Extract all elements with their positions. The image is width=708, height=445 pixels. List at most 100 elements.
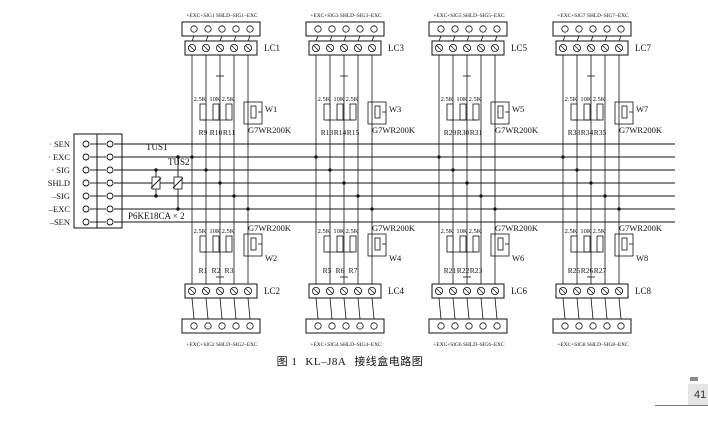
lc-terminal-slot	[341, 288, 347, 294]
signal-label-1: · EXC	[48, 152, 70, 162]
strip-terminal	[451, 25, 459, 33]
strip-lead	[494, 297, 498, 320]
pot-label: W3	[389, 104, 401, 114]
resistor-value: 2.5K	[222, 96, 235, 103]
strip-lead	[205, 35, 209, 42]
lc-terminal-slot	[574, 288, 580, 294]
terminal-screw	[82, 153, 90, 161]
lc-label-lc2: LC2	[264, 286, 280, 296]
resistor-name: R14	[334, 128, 347, 137]
tus1-label: TUS1	[146, 142, 168, 152]
resistor-name: R10	[210, 128, 223, 137]
pot-model: G7WR200K	[372, 125, 416, 135]
strip-terminal	[246, 322, 254, 330]
resistor-value: 2.5K	[565, 96, 578, 103]
resistor-name: R26	[581, 266, 594, 275]
header-lc5: +EXC+SIG5 SHLD–SIG5–EXC	[433, 13, 505, 19]
strip-terminal	[356, 322, 364, 330]
signal-label-5: –EXC	[48, 204, 71, 214]
resistor-value: 2.5K	[441, 228, 454, 235]
junction-dot	[589, 181, 593, 185]
strip-lead	[466, 35, 470, 42]
strip-terminal	[561, 25, 569, 33]
resistor-name: R2	[212, 266, 221, 275]
resistor-value: 10K	[456, 228, 468, 235]
resistor-name: R29	[444, 128, 457, 137]
lc-terminal-slot	[313, 45, 319, 51]
resistor-name: R9	[199, 128, 208, 137]
pot-label: W8	[636, 253, 648, 263]
resistor-body	[446, 235, 454, 253]
terminal-screw	[106, 205, 114, 213]
strip-lead	[562, 297, 566, 320]
header-lc2: +EXC+SIG2 SHLD–SIG2–EXC	[186, 342, 258, 348]
suppressor-label: P6KE18CA × 2	[128, 211, 185, 221]
strip-lead	[480, 35, 484, 42]
strip-terminal	[342, 25, 350, 33]
lc-connector	[555, 40, 629, 56]
pot-resistor	[621, 237, 628, 251]
pot-box	[367, 233, 387, 257]
resistor-name: R11	[223, 128, 235, 137]
strip-lead	[438, 35, 442, 42]
lc-terminal-slot	[616, 45, 622, 51]
resistor-body	[570, 235, 578, 253]
load-cell-group-lc5: +EXC+SIG5 SHLD–SIG5–EXCLC52.5KR2910KR302…	[428, 13, 539, 211]
resistor-value: 2.5K	[222, 228, 235, 235]
strip-lead	[618, 297, 622, 320]
strip-terminal	[190, 25, 198, 33]
lc-terminal-slot	[560, 45, 566, 51]
strip-terminal	[479, 322, 487, 330]
strip-terminal	[493, 322, 501, 330]
strip-lead	[315, 35, 319, 42]
figure-model: KL–J8A	[305, 356, 347, 368]
pot-resistor	[374, 237, 381, 251]
strip-terminal	[342, 322, 350, 330]
strip-lead	[452, 297, 456, 320]
strip-terminal	[561, 322, 569, 330]
resistor-name: R27	[594, 266, 607, 275]
pot-model: G7WR200K	[248, 125, 292, 135]
strip-terminal	[190, 322, 198, 330]
pot-label: W6	[512, 253, 524, 263]
resistor-value: 10K	[456, 96, 468, 103]
terminal-screw	[82, 218, 90, 226]
junction-dot	[218, 181, 222, 185]
lc-terminal-slot	[245, 288, 251, 294]
strip-terminal	[589, 322, 597, 330]
resistor-body	[459, 235, 467, 253]
lc-terminal-slot	[313, 288, 319, 294]
resistor-name: R34	[581, 128, 594, 137]
lc-label-lc7: LC7	[635, 43, 652, 53]
header-lc3: +EXC+SIG3 SHLD–SIG3–EXC	[310, 13, 382, 19]
terminal-screw	[82, 166, 90, 174]
resistor-body	[472, 103, 480, 121]
lc-label-lc6: LC6	[511, 286, 528, 296]
terminal-screw	[82, 205, 90, 213]
strip-terminal	[603, 322, 611, 330]
pot-label: W5	[512, 104, 524, 114]
load-cell-group-lc6: +EXC+SIG6 SHLD–SIG6–EXCLC62.5KR2110KR222…	[428, 155, 539, 348]
resistor-value: 2.5K	[441, 96, 454, 103]
lc-terminal-slot	[436, 288, 442, 294]
strip-terminal	[356, 25, 364, 33]
lc-terminal-slot	[560, 288, 566, 294]
strip-terminal	[575, 25, 583, 33]
strip-terminal	[232, 322, 240, 330]
strip-lead	[438, 297, 442, 320]
load-cell-group-lc3: +EXC+SIG3 SHLD–SIG3–EXCLC32.5KR1310KR142…	[305, 13, 416, 211]
strip-lead	[329, 35, 333, 42]
junction-dot	[154, 168, 158, 172]
resistor-name: R23	[470, 266, 483, 275]
junction-dot	[314, 155, 318, 159]
strip-terminal	[617, 25, 625, 33]
lc-connector	[431, 40, 505, 56]
strip-terminal	[370, 25, 378, 33]
strip-lead	[191, 35, 195, 42]
resistor-value: 2.5K	[469, 228, 482, 235]
resistor-value: 2.5K	[318, 96, 331, 103]
strip-terminal	[603, 25, 611, 33]
strip-lead	[371, 35, 375, 42]
lc-terminal-slot	[217, 288, 223, 294]
